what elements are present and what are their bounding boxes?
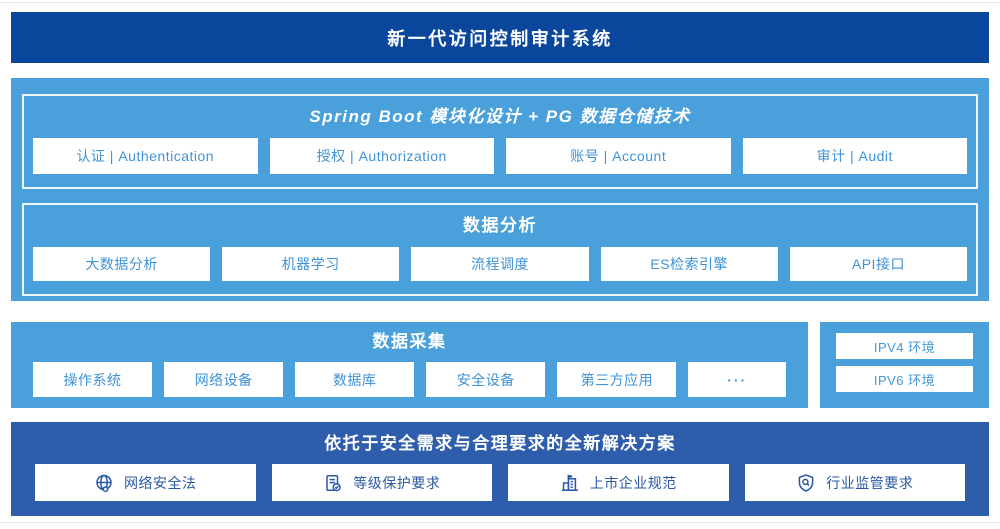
solution-row: 网络安全法 等级保护要求 <box>35 464 965 501</box>
module-box-account: 账号 | Account <box>506 138 731 174</box>
analysis-box-api: API接口 <box>789 247 968 281</box>
collection-box-thirdparty: 第三方应用 <box>557 362 677 397</box>
solution-box-label: 上市企业规范 <box>589 474 677 491</box>
solution-box-listed-company: 上市企业规范 <box>508 464 729 501</box>
modules-row: 认证 | Authentication 授权 | Authorization 账… <box>33 138 967 174</box>
analysis-box-scheduling: 流程调度 <box>411 247 589 281</box>
collection-title: 数据采集 <box>372 332 447 351</box>
collection-box-os: 操作系统 <box>33 362 153 397</box>
solution-box-label: 行业监管要求 <box>826 474 914 491</box>
platform-block: Spring Boot 模块化设计 + PG 数据仓储技术 认证 | Authe… <box>11 78 989 301</box>
modules-section-title: Spring Boot 模块化设计 + PG 数据仓储技术 <box>309 107 691 126</box>
collection-block: 数据采集 操作系统 网络设备 数据库 安全设备 第三方应用 ··· <box>11 322 808 408</box>
system-title: 新一代访问控制审计系统 <box>387 28 613 49</box>
ipv4-box: IPV4 环境 <box>836 333 973 359</box>
analysis-row: 大数据分析 机器学习 流程调度 ES检索引擎 API接口 <box>33 247 968 281</box>
document-check-icon <box>323 473 343 493</box>
modules-section: Spring Boot 模块化设计 + PG 数据仓储技术 认证 | Authe… <box>22 94 978 189</box>
solution-box-protection-level: 等级保护要求 <box>271 464 492 501</box>
collection-box-security-device: 安全设备 <box>426 362 546 397</box>
ipv6-box: IPV6 环境 <box>836 366 973 392</box>
solution-title: 依托于安全需求与合理要求的全新解决方案 <box>324 434 676 453</box>
analysis-box-bigdata: 大数据分析 <box>33 247 211 281</box>
solution-box-cybersecurity-law: 网络安全法 <box>35 464 256 501</box>
solution-box-label: 等级保护要求 <box>353 474 441 491</box>
module-box-authorization: 授权 | Authorization <box>269 138 494 174</box>
environments-block: IPV4 环境 IPV6 环境 <box>820 322 989 408</box>
collection-box-ellipsis: ··· <box>688 362 787 397</box>
building-icon <box>560 473 580 493</box>
shield-search-icon <box>796 473 816 493</box>
module-box-authentication: 认证 | Authentication <box>33 138 258 174</box>
solution-box-label: 网络安全法 <box>124 474 197 491</box>
globe-icon <box>94 473 114 493</box>
solution-block: 依托于安全需求与合理要求的全新解决方案 网络安全法 <box>11 422 989 516</box>
solution-box-industry-regulation: 行业监管要求 <box>744 464 965 501</box>
analysis-section-title: 数据分析 <box>463 216 537 235</box>
analysis-box-es: ES检索引擎 <box>600 247 778 281</box>
system-title-banner: 新一代访问控制审计系统 <box>11 12 989 63</box>
page-top-edge <box>0 2 1000 3</box>
page-bottom-edge <box>0 522 1000 523</box>
collection-box-network-device: 网络设备 <box>164 362 284 397</box>
collection-box-database: 数据库 <box>295 362 415 397</box>
module-box-audit: 审计 | Audit <box>742 138 967 174</box>
collection-row: 操作系统 网络设备 数据库 安全设备 第三方应用 ··· <box>33 362 787 397</box>
analysis-box-ml: 机器学习 <box>222 247 400 281</box>
analysis-section: 数据分析 大数据分析 机器学习 流程调度 ES检索引擎 API接口 <box>22 203 978 296</box>
